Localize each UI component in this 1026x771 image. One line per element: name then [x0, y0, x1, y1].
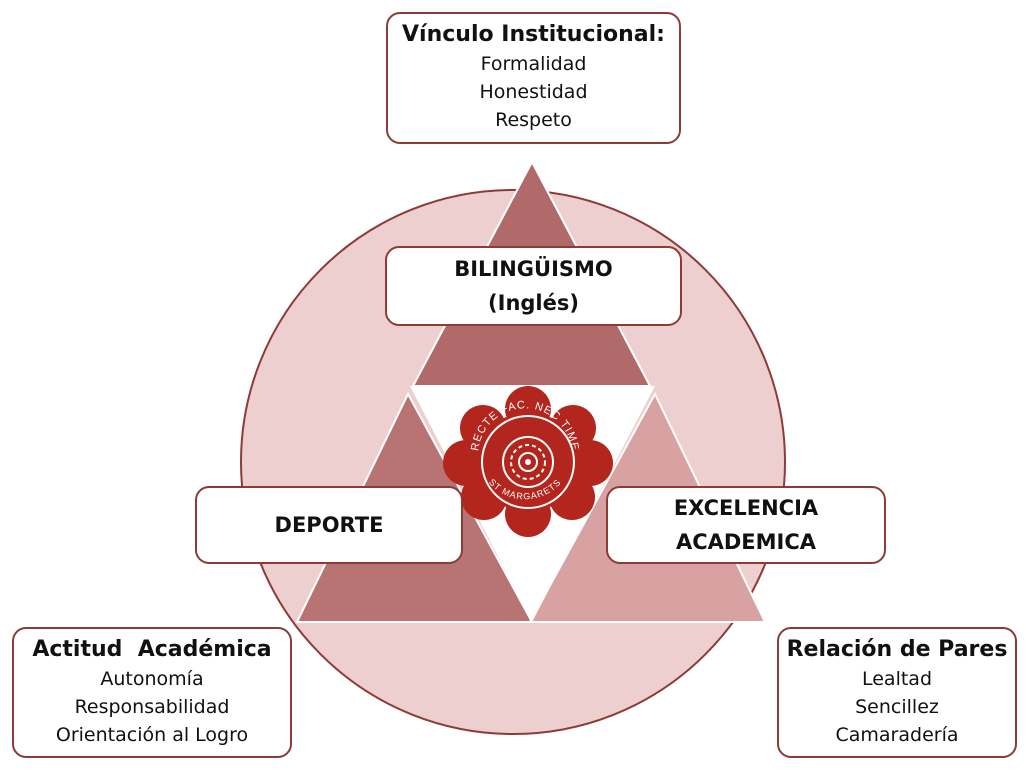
box-title: EXCELENCIA [673, 496, 819, 520]
school-seal-logo: RECTE FAC. NEC TIME ST MARGARETS [443, 386, 613, 537]
box-title: Vínculo Institucional: [402, 22, 665, 47]
box-title: Actitud Académica [32, 637, 272, 662]
box-relacion-de-pares: Relación de Pares Lealtad Sencillez Cama… [777, 627, 1017, 758]
box-vinculo-institucional: Vínculo Institucional: Formalidad Honest… [386, 12, 681, 144]
box-title: DEPORTE [274, 513, 384, 537]
box-value: Respeto [495, 109, 572, 131]
box-value: Camaradería [835, 724, 959, 746]
box-value: Honestidad [479, 81, 588, 103]
box-title: BILINGÜISMO [454, 257, 613, 281]
box-value: Responsabilidad [74, 696, 230, 718]
box-value: Autonomía [100, 668, 204, 690]
box-value: Formalidad [480, 53, 587, 75]
box-subtitle: (Inglés) [488, 291, 579, 315]
box-excelencia-academica: EXCELENCIA ACADEMICA [606, 486, 886, 564]
box-actitud-academica: Actitud Académica Autonomía Responsabili… [12, 627, 292, 758]
box-value: Lealtad [861, 668, 933, 690]
box-value: Orientación al Logro [55, 724, 249, 746]
box-bilinguismo: BILINGÜISMO (Inglés) [385, 246, 682, 326]
box-deporte: DEPORTE [195, 486, 463, 564]
box-subtitle: ACADEMICA [675, 530, 817, 554]
box-value: Sencillez [855, 696, 939, 718]
box-title: Relación de Pares [786, 637, 1008, 662]
